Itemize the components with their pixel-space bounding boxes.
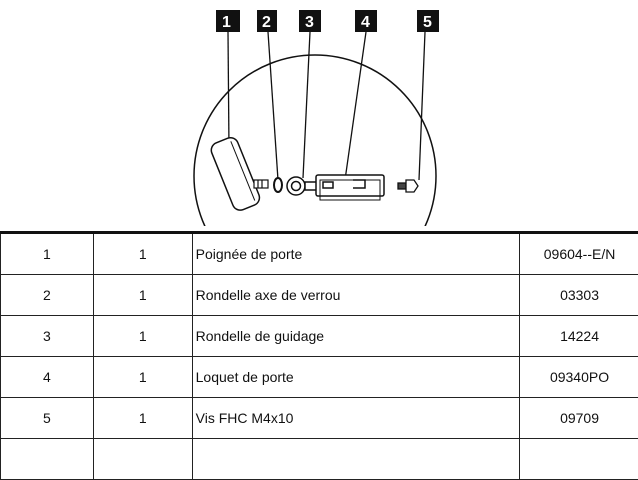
part-name: Vis FHC M4x10 <box>192 398 519 439</box>
part-code: 09340PO <box>520 357 638 398</box>
callout-2: 2 <box>262 14 271 31</box>
part-qty: 1 <box>93 233 192 275</box>
part-ref: 2 <box>1 275 94 316</box>
table-row <box>1 439 638 480</box>
part-qty: 1 <box>93 316 192 357</box>
part-qty <box>93 439 192 480</box>
callout-3: 3 <box>305 14 314 31</box>
part-ref <box>1 439 94 480</box>
screw-part <box>398 180 418 192</box>
exploded-parts-diagram: 1 2 3 4 5 <box>0 0 638 232</box>
handle-shaft <box>254 180 268 188</box>
washer-part <box>274 178 282 192</box>
part-ref: 1 <box>1 233 94 275</box>
part-qty: 1 <box>93 398 192 439</box>
part-ref: 4 <box>1 357 94 398</box>
callout-4: 4 <box>361 14 370 31</box>
part-ref: 3 <box>1 316 94 357</box>
part-name: Loquet de porte <box>192 357 519 398</box>
door-latch-part <box>316 175 384 200</box>
part-name: Rondelle axe de verrou <box>192 275 519 316</box>
part-name: Poignée de porte <box>192 233 519 275</box>
part-code: 09709 <box>520 398 638 439</box>
part-ref: 5 <box>1 398 94 439</box>
part-code: 03303 <box>520 275 638 316</box>
door-handle-part <box>209 135 262 212</box>
part-code: 14224 <box>520 316 638 357</box>
callout-labels: 1 2 3 4 5 <box>216 10 439 32</box>
part-code: 09604--E/N <box>520 233 638 275</box>
part-name: Rondelle de guidage <box>192 316 519 357</box>
callout-5: 5 <box>423 14 432 31</box>
part-qty: 1 <box>93 357 192 398</box>
part-name <box>192 439 519 480</box>
part-qty: 1 <box>93 275 192 316</box>
part-code <box>520 439 638 480</box>
callout-1: 1 <box>222 14 231 31</box>
guide-washer-part <box>287 177 317 195</box>
